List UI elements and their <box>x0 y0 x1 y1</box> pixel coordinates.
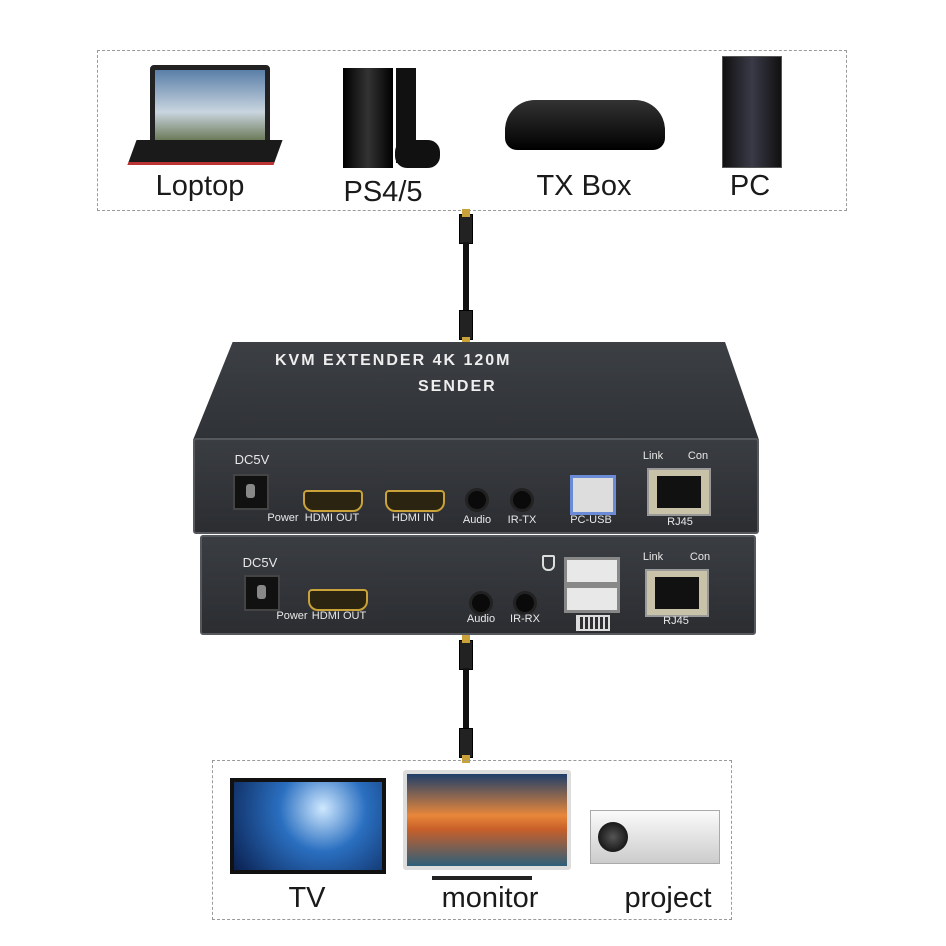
projector-lens <box>598 822 628 852</box>
display-label-monitor: monitor <box>441 882 539 914</box>
display-devices-box <box>212 760 732 920</box>
sender-audio-jack <box>465 488 489 512</box>
receiver-hdmi-out-port <box>308 589 368 611</box>
keyboard-icon <box>576 615 610 631</box>
receiver-rj45-port <box>645 569 709 617</box>
sender-rj45-port <box>647 468 711 516</box>
source-label-laptop: Loptop <box>155 170 245 202</box>
hdmi-cable-bottom <box>463 668 469 730</box>
sender-dc-label: DC5V <box>234 452 270 467</box>
controller-image <box>395 140 440 168</box>
sender-dc-port <box>233 474 269 510</box>
source-label-pc: PC <box>729 170 771 202</box>
hdmi-plug-bottom <box>459 635 473 670</box>
receiver-front-panel: DC5V Power HDMI OUT Audio IR-RX Link Con… <box>200 535 756 635</box>
hdmi-plug-bottom-lower <box>459 728 473 763</box>
receiver-con-label: Con <box>689 551 711 563</box>
receiver-audio-label: Audio <box>466 613 496 625</box>
receiver-link-label: Link <box>642 551 664 563</box>
sender-hdmi-out-port <box>303 490 363 512</box>
tv-stand <box>240 870 370 873</box>
receiver-usb-port-keyboard <box>564 585 620 613</box>
sender-link-label: Link <box>642 450 664 462</box>
display-label-projector: project <box>624 882 712 914</box>
sender-audio-label: Audio <box>462 514 492 526</box>
receiver-ir-jack <box>513 591 537 615</box>
ps-tower-image <box>396 68 416 163</box>
sender-usb-b-port <box>570 475 616 515</box>
sender-con-label: Con <box>687 450 709 462</box>
hdmi-cable-top <box>463 242 469 314</box>
receiver-hdmi-out-label: HDMI OUT <box>311 610 367 622</box>
receiver-dc-label: DC5V <box>242 555 278 570</box>
sender-usb-label: PC-USB <box>570 514 612 526</box>
hdmi-plug-top <box>459 209 473 244</box>
source-label-ps: PS4/5 <box>343 176 423 208</box>
laptop-keyboard-image <box>127 140 283 165</box>
source-label-txbox: TX Box <box>536 170 632 202</box>
sender-top-face <box>193 342 759 440</box>
receiver-dc-port <box>244 575 280 611</box>
display-label-tv: TV <box>288 882 326 914</box>
monitor-stand <box>432 876 532 880</box>
laptop-image <box>150 65 270 145</box>
hdmi-plug-top-lower <box>459 310 473 345</box>
pc-tower-image <box>722 56 782 168</box>
source-devices-box <box>97 50 847 211</box>
sender-subtitle: SENDER <box>418 378 497 395</box>
monitor-image <box>403 770 571 870</box>
sender-ir-jack <box>510 488 534 512</box>
sender-hdmi-in-label: HDMI IN <box>391 512 435 524</box>
sender-hdmi-in-port <box>385 490 445 512</box>
mouse-icon <box>542 555 555 571</box>
receiver-usb-port-mouse <box>564 557 620 585</box>
sender-ir-label: IR-TX <box>507 514 537 526</box>
tv-image <box>230 778 386 874</box>
receiver-rj45-label: RJ45 <box>663 615 689 627</box>
receiver-power-label: Power <box>276 610 308 622</box>
sender-power-label: Power <box>267 512 299 524</box>
sender-hdmi-out-label: HDMI OUT <box>304 512 360 524</box>
tx-box-image <box>505 100 665 150</box>
receiver-audio-jack <box>469 591 493 615</box>
sender-title: KVM EXTENDER 4K 120M <box>275 352 512 369</box>
sender-front-panel: DC5V Power HDMI OUT HDMI IN Audio IR-TX … <box>193 438 759 534</box>
receiver-ir-label: IR-RX <box>510 613 540 625</box>
sender-rj45-label: RJ45 <box>667 516 693 528</box>
ps-console-image <box>343 68 393 168</box>
